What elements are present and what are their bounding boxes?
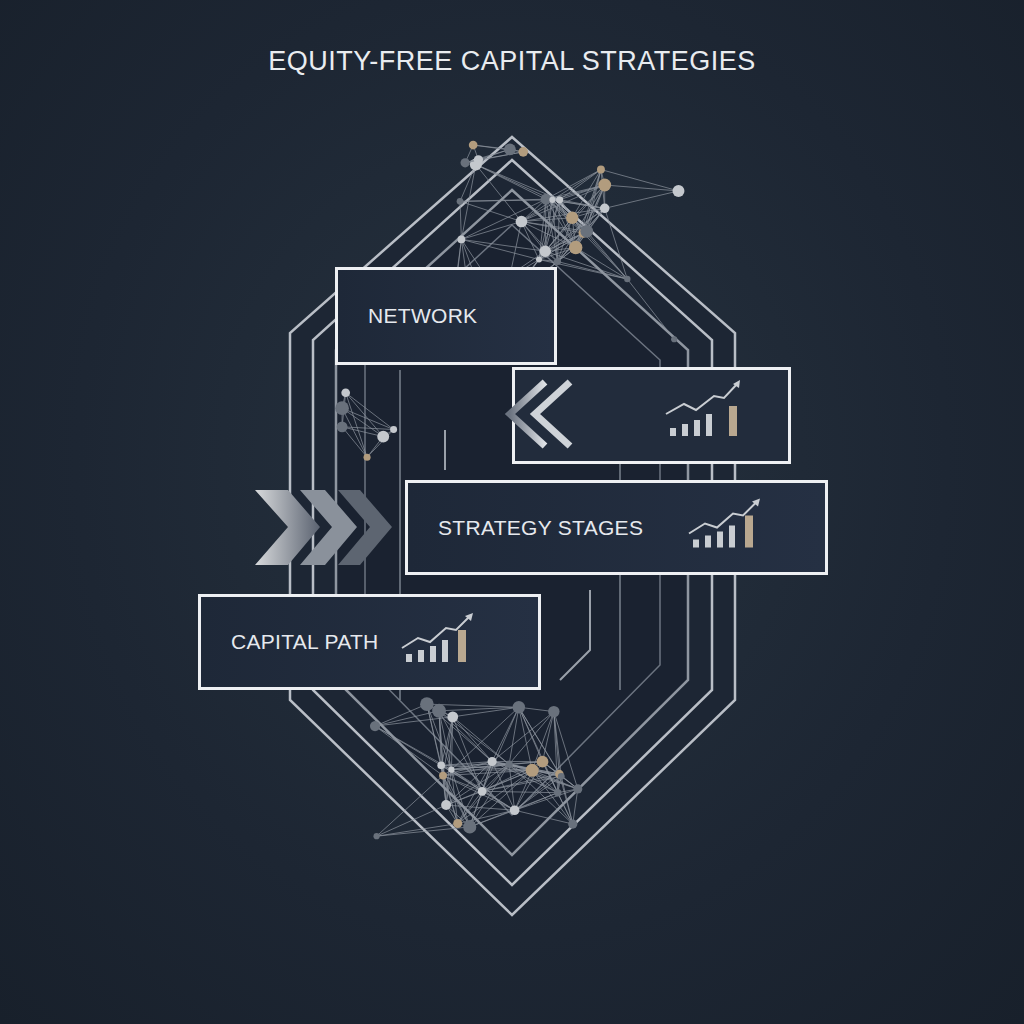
box-label: CAPITAL PATH bbox=[231, 630, 379, 654]
diagram-title: EQUITY-FREE CAPITAL STRATEGIES bbox=[0, 46, 1024, 77]
label-box: NETWORK bbox=[335, 267, 557, 365]
label-box: CAPITAL PATH bbox=[198, 594, 541, 690]
chevron-arrows bbox=[255, 490, 392, 565]
box-label: STRATEGY STAGES bbox=[438, 516, 643, 540]
label-box: STRATEGY STAGES bbox=[405, 480, 828, 575]
empty-panel bbox=[510, 369, 790, 463]
box-label: NETWORK bbox=[368, 304, 477, 328]
